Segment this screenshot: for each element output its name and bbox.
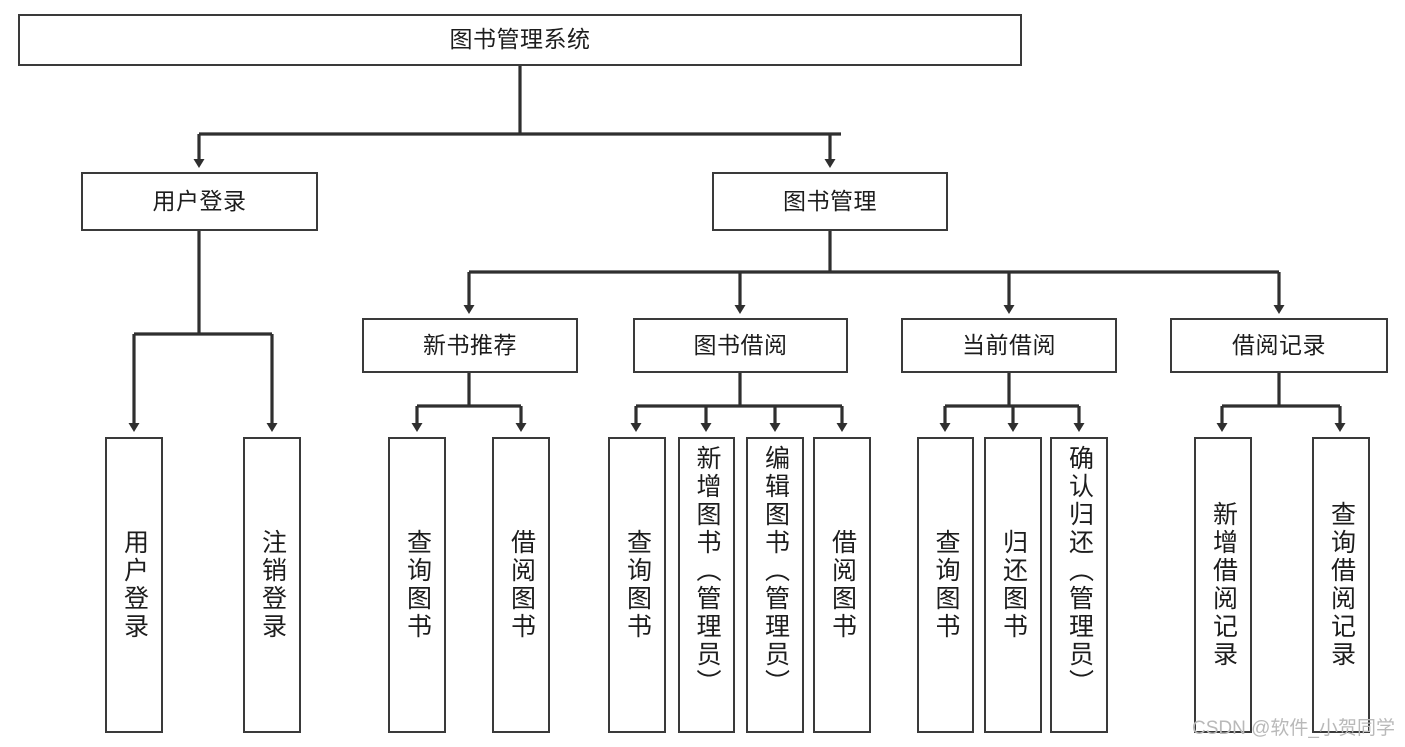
node-leaf-borrow-book-1[interactable]: 借阅图书 <box>492 437 550 733</box>
node-leaf-return-book-label: 归还图书 <box>999 529 1028 641</box>
node-leaf-add-record-label: 新增借阅记录 <box>1209 501 1238 669</box>
node-leaf-return-book[interactable]: 归还图书 <box>984 437 1042 733</box>
node-leaf-confirm-return[interactable]: 确认归还（管理员） <box>1050 437 1108 733</box>
node-root[interactable]: 图书管理系统 <box>18 14 1022 66</box>
node-user-login[interactable]: 用户登录 <box>81 172 318 231</box>
node-leaf-logout[interactable]: 注销登录 <box>243 437 301 733</box>
node-leaf-query-book-3-label: 查询图书 <box>932 529 960 641</box>
node-current-borrow-label: 当前借阅 <box>962 331 1056 358</box>
node-leaf-borrow-book-2[interactable]: 借阅图书 <box>813 437 871 733</box>
node-leaf-logout-label: 注销登录 <box>258 529 287 641</box>
node-borrow-record[interactable]: 借阅记录 <box>1170 318 1388 373</box>
node-user-login-label: 用户登录 <box>152 187 247 214</box>
node-book-borrow[interactable]: 图书借阅 <box>633 318 848 373</box>
node-leaf-query-book-2[interactable]: 查询图书 <box>608 437 666 733</box>
node-leaf-borrow-book-1-label: 借阅图书 <box>507 529 536 641</box>
node-leaf-user-login-label: 用户登录 <box>120 529 149 641</box>
node-leaf-query-book-1[interactable]: 查询图书 <box>388 437 446 733</box>
node-leaf-query-book-1-label: 查询图书 <box>403 529 432 641</box>
node-book-manage[interactable]: 图书管理 <box>712 172 948 231</box>
node-new-book-rec[interactable]: 新书推荐 <box>362 318 578 373</box>
node-leaf-edit-book[interactable]: 编辑图书（管理员） <box>746 437 804 733</box>
node-leaf-add-book[interactable]: 新增图书（管理员） <box>678 437 735 733</box>
node-leaf-query-book-2-label: 查询图书 <box>623 529 652 641</box>
node-leaf-query-record[interactable]: 查询借阅记录 <box>1312 437 1370 733</box>
node-new-book-rec-label: 新书推荐 <box>423 331 517 358</box>
node-leaf-confirm-return-label: 确认归还（管理员） <box>1065 445 1094 697</box>
node-root-label: 图书管理系统 <box>449 26 591 53</box>
node-borrow-record-label: 借阅记录 <box>1232 331 1326 358</box>
node-leaf-add-book-label: 新增图书（管理员） <box>693 445 721 697</box>
node-leaf-query-record-label: 查询借阅记录 <box>1327 501 1356 669</box>
node-leaf-user-login[interactable]: 用户登录 <box>105 437 163 733</box>
node-leaf-borrow-book-2-label: 借阅图书 <box>828 529 857 641</box>
node-book-borrow-label: 图书借阅 <box>693 331 788 358</box>
csdn-watermark: CSDN @软件_小贺同学 <box>1192 718 1395 739</box>
node-leaf-add-record[interactable]: 新增借阅记录 <box>1194 437 1252 733</box>
node-current-borrow[interactable]: 当前借阅 <box>901 318 1117 373</box>
node-leaf-query-book-3[interactable]: 查询图书 <box>917 437 974 733</box>
node-book-manage-label: 图书管理 <box>783 187 877 214</box>
node-leaf-edit-book-label: 编辑图书（管理员） <box>761 445 790 697</box>
